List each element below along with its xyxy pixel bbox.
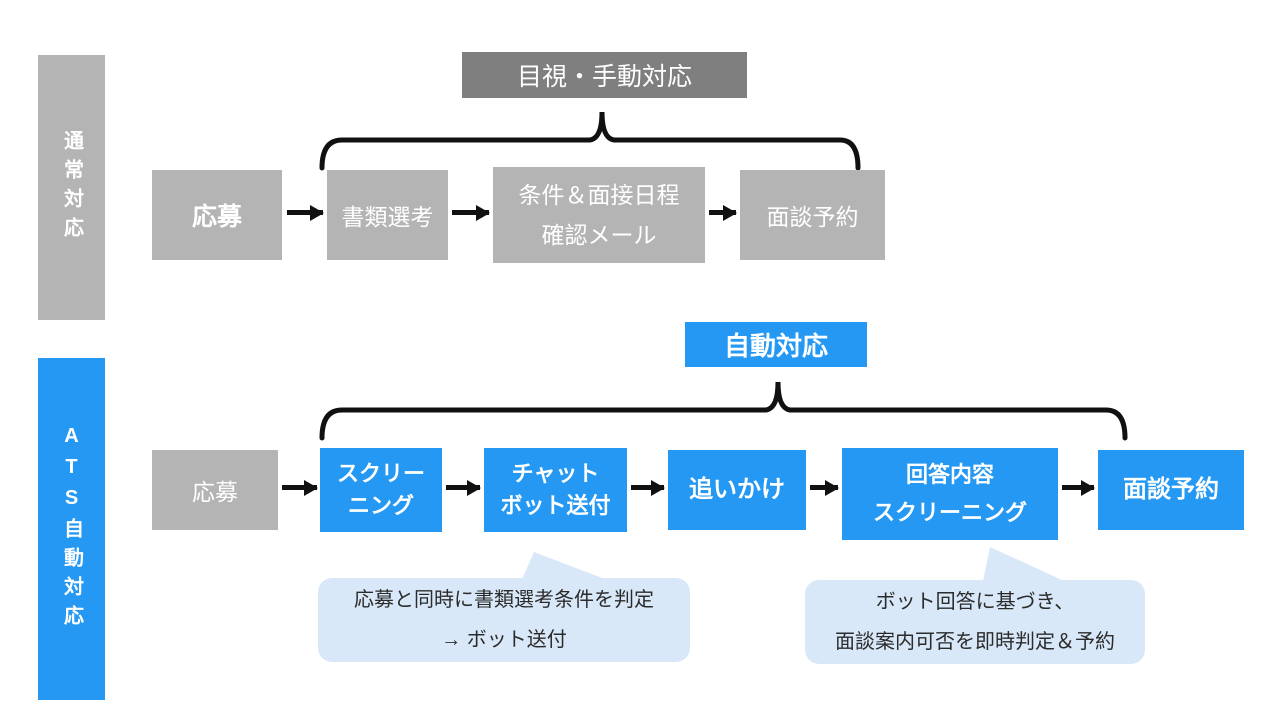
step-screening: スクリー ニング	[320, 448, 442, 532]
step-label: 回答内容 スクリーニング	[872, 461, 1027, 526]
ats-flow-row-label-text: ATS自動対応	[60, 424, 83, 634]
step-label: 書類選考	[341, 204, 434, 230]
manual-bracket-header: 目視・手動対応	[462, 52, 747, 98]
step-chatbot-send: チャット ボット送付	[484, 448, 627, 532]
flow-arrow	[446, 485, 480, 490]
step-interview-booking-ats: 面談予約	[1098, 450, 1244, 530]
flow-arrow	[709, 210, 736, 215]
step-label: 面談予約	[766, 204, 859, 230]
step-apply-normal: 応募	[152, 170, 282, 260]
step-label: 条件＆面接日程 確認メール	[518, 181, 680, 248]
step-interview-booking-normal: 面談予約	[740, 170, 885, 260]
step-label: 応募	[191, 203, 242, 231]
ats-flow-row-label: ATS自動対応	[38, 358, 105, 700]
flow-arrow	[452, 210, 489, 215]
step-answer-screening: 回答内容 スクリーニング	[842, 448, 1058, 540]
manual-bracket-brace	[319, 111, 861, 171]
flow-arrow	[631, 485, 664, 490]
flow-arrow	[287, 210, 323, 215]
auto-bracket-header: 自動対応	[685, 322, 867, 367]
normal-flow-row-label-text: 通常対応	[60, 129, 83, 246]
step-label: スクリー ニング	[336, 461, 425, 518]
normal-flow-row-label: 通常対応	[38, 55, 105, 320]
callout-booking-note: ボット回答に基づき、 面談案内可否を即時判定＆予約	[805, 580, 1145, 664]
manual-bracket-header-text: 目視・手動対応	[516, 63, 692, 91]
step-label: 追いかけ	[689, 475, 785, 503]
step-condition-mail: 条件＆面接日程 確認メール	[493, 167, 705, 263]
flow-arrow	[810, 485, 838, 490]
step-apply-ats: 応募	[152, 450, 278, 530]
callout-text: 応募と同時に書類選考条件を判定 → ボット送付	[354, 589, 654, 651]
step-follow-up: 追いかけ	[668, 450, 806, 530]
flow-arrow	[282, 485, 317, 490]
step-document-screening: 書類選考	[327, 170, 448, 260]
step-label: 応募	[192, 479, 238, 505]
auto-bracket-brace	[319, 381, 1128, 441]
step-label: 面談予約	[1123, 475, 1219, 503]
step-label: チャット ボット送付	[500, 461, 611, 518]
flow-arrow	[1062, 485, 1094, 490]
callout-text: ボット回答に基づき、 面談案内可否を即時判定＆予約	[835, 591, 1115, 653]
auto-bracket-header-text: 自動対応	[723, 331, 828, 361]
callout-screening-note: 応募と同時に書類選考条件を判定 → ボット送付	[318, 578, 690, 662]
